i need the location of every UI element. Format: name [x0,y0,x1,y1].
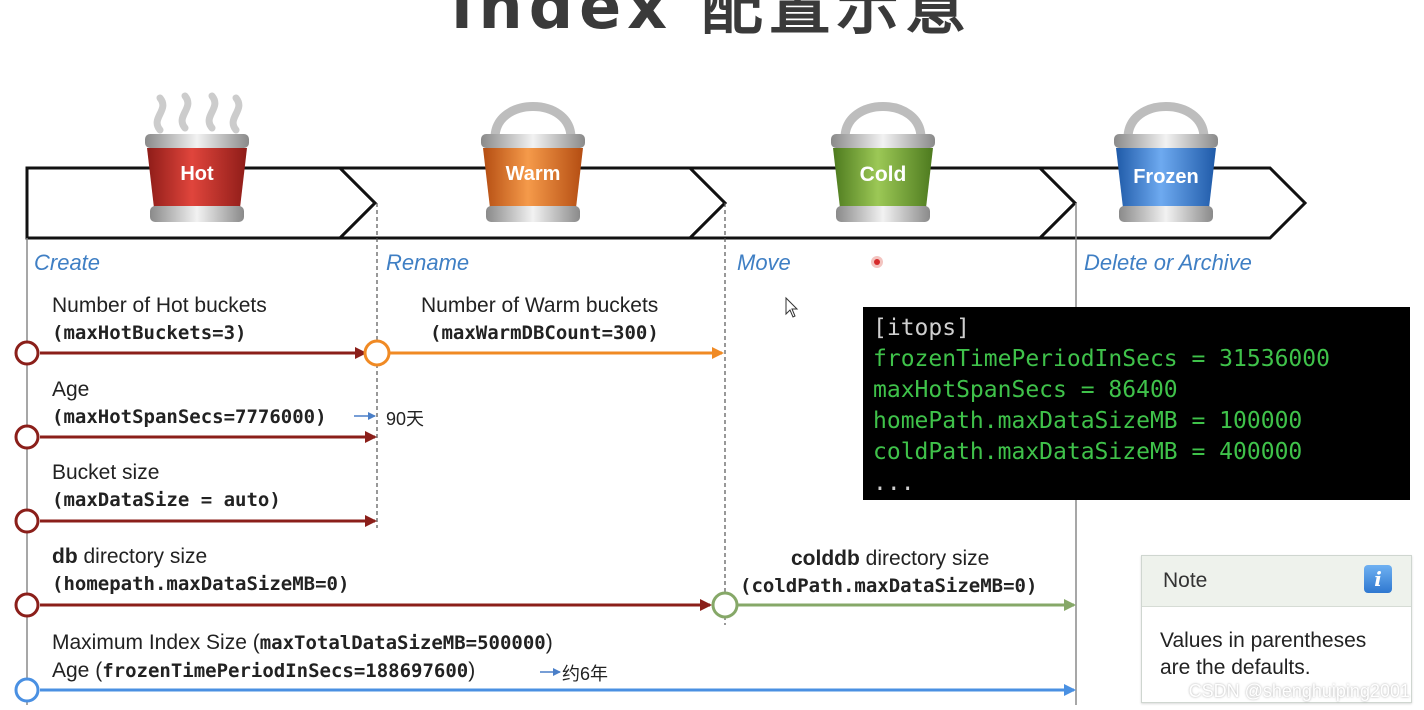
page-title: index 配置示意 [451,0,973,43]
node-bucket-size [14,508,40,534]
config-line: [itops] [873,315,970,341]
config-line: frozenTimePeriodInSecs = 31536000 [873,346,1330,372]
note-text-line1: Values in parentheses [1160,629,1367,652]
note-header: Note i [1142,556,1411,607]
phase-create: Create [34,250,101,275]
hot-buckets-param: (maxHotBuckets=3) [52,322,247,344]
bucket-label-cold: Cold [859,163,907,186]
pointer-dot-icon [874,259,880,265]
mouse-cursor-icon [785,296,799,318]
note-title: Note [1163,569,1208,592]
frozen-bucket-icon [1114,102,1218,222]
node-hot-buckets [14,340,40,366]
watermark: CSDN @shenghuiping2001 [1188,681,1410,701]
bucket-label-hot: Hot [180,163,214,185]
db-size-param: (homepath.maxDataSizeMB=0) [52,573,350,595]
phase-rename: Rename [386,250,470,275]
info-icon: i [1364,565,1392,593]
node-warm-buckets [363,339,391,367]
frozen-age-note: 约6年 [562,664,609,684]
config-line: ... [873,470,915,496]
age-param: (maxHotSpanSecs=7776000) [52,406,327,428]
hot-buckets-label: Number of Hot buckets [52,294,267,317]
warm-buckets-param: (maxWarmDBCount=300) [430,322,659,344]
config-panel: [itops] frozenTimePeriodInSecs = 3153600… [863,307,1410,500]
bucket-size-param: (maxDataSize = auto) [52,489,281,511]
age-note: 90天 [386,409,425,429]
config-line: coldPath.maxDataSizeMB = 400000 [873,439,1303,465]
cold-bucket-icon [831,102,935,222]
age-label: Age [52,378,90,401]
note-text-line2: are the defaults. [1160,656,1311,679]
node-max-index [14,677,40,703]
bucket-size-label: Bucket size [52,461,160,484]
config-line: maxHotSpanSecs = 86400 [873,377,1178,403]
frozen-age-label: Age (frozenTimePeriodInSecs=188697600) [52,659,476,682]
node-age [14,424,40,450]
colddb-size-label: colddb directory size [791,547,990,570]
phase-delete-archive: Delete or Archive [1084,250,1252,275]
warm-buckets-label: Number of Warm buckets [421,294,659,317]
warm-bucket-icon [481,102,585,222]
node-db-size [14,592,40,618]
phase-move: Move [737,250,791,275]
config-line: homePath.maxDataSizeMB = 100000 [873,408,1303,434]
max-index-label: Maximum Index Size (maxTotalDataSizeMB=5… [52,631,553,654]
note-box: Note i Values in parentheses are the def… [1141,555,1412,703]
db-size-label: db directory size [52,545,208,568]
bucket-label-frozen: Frozen [1133,166,1199,188]
node-colddb-size [711,591,739,619]
colddb-size-param: (coldPath.maxDataSizeMB=0) [740,575,1038,597]
hot-bucket-icon [145,92,249,222]
bucket-label-warm: Warm [505,163,561,185]
